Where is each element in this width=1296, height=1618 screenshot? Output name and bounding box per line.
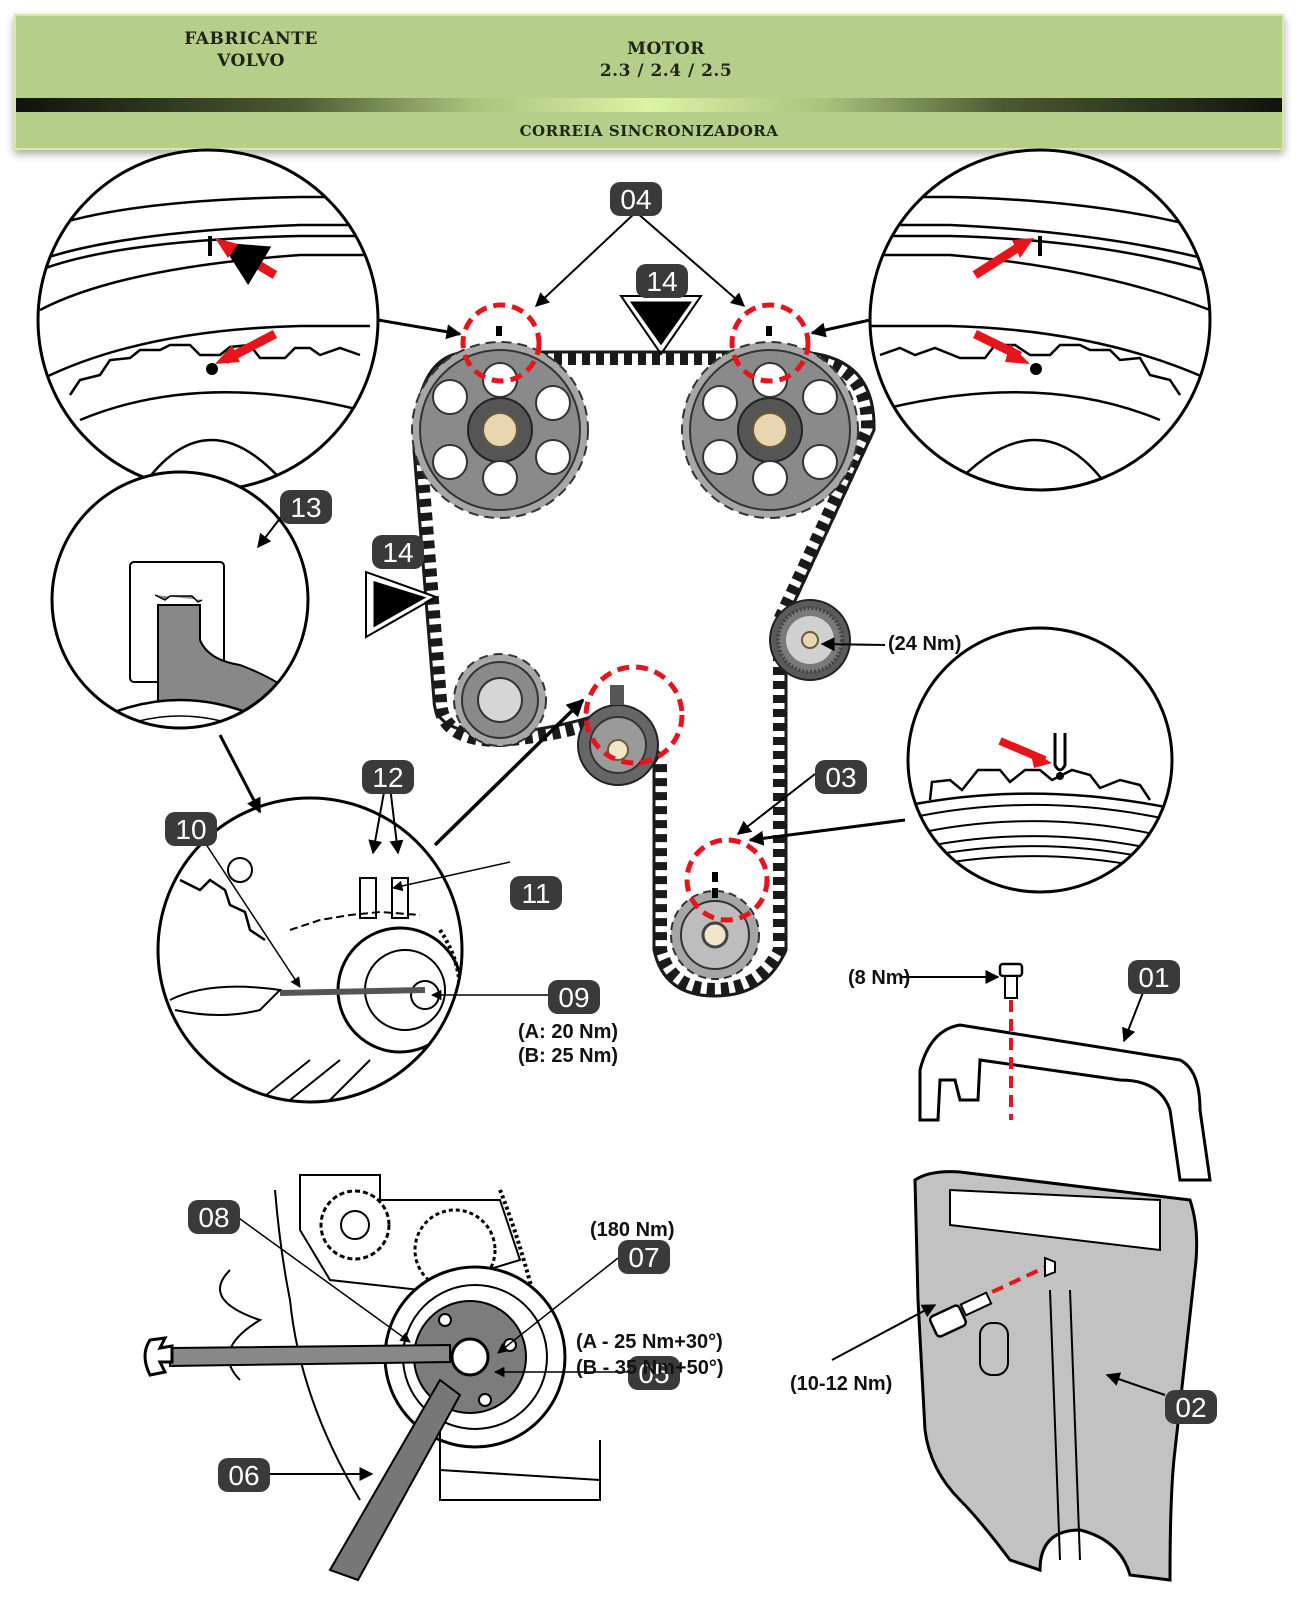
engine-value: 2.3 / 2.4 / 2.5: [599, 61, 733, 81]
lower-cover-bolt: [928, 1256, 1056, 1338]
counterhold-tool: [328, 1378, 462, 1582]
callout-07-label: 07: [628, 1242, 659, 1273]
tensioner-mark-highlight: [583, 664, 685, 766]
callout-09-label: 09: [558, 982, 589, 1013]
idler-pulley: [769, 599, 851, 681]
callout-05: 05: [628, 1356, 680, 1390]
callout-12: 12: [362, 760, 414, 794]
torque-idler: (24 Nm): [888, 633, 961, 655]
torque-tensioner-a: (A: 20 Nm): [518, 1021, 618, 1043]
torque-crank-bolt: (180 Nm): [590, 1219, 674, 1241]
torque-damper-b: (B - 35 Nm+50°): [576, 1357, 724, 1379]
left-camshaft-bolt: [482, 412, 518, 448]
belt-tensioner: [577, 685, 659, 786]
callout-08: 08: [188, 1200, 240, 1234]
left-cam-mark-highlight: [460, 302, 542, 384]
right-cam-mark-highlight: [729, 302, 811, 384]
callout-06: 06: [218, 1458, 270, 1492]
header-divider-band: [16, 98, 1282, 112]
document-header: FABRICANTE VOLVO MOTOR 2.3 / 2.4 / 2.5 C…: [14, 14, 1284, 150]
alignment-highlights: [460, 302, 811, 923]
callout-06-label: 06: [228, 1460, 259, 1491]
leader-lines: [189, 211, 1166, 1481]
detail-left-cam-mark: [36, 148, 380, 492]
callout-03: 03: [815, 760, 867, 794]
manufacturer-block: FABRICANTE VOLVO: [166, 28, 336, 72]
crankshaft-pulley: [670, 890, 760, 980]
right-camshaft-bolt: [752, 412, 788, 448]
callout-12-label: 12: [372, 762, 403, 793]
callout-10-label: 10: [175, 814, 206, 845]
torque-upper-cover-bolt: (8 Nm): [848, 967, 910, 989]
callout-13: 13: [280, 490, 332, 524]
callout-14-top: 14: [636, 264, 688, 298]
right-camshaft-pulley: [681, 341, 859, 519]
rotation-arrow-left: [365, 570, 439, 639]
callout-14-left-label: 14: [382, 537, 413, 568]
manufacturer-value: VOLVO: [217, 51, 285, 71]
callout-11-label: 11: [521, 878, 550, 909]
torque-lower-cover-bolt: (10-12 Nm): [790, 1373, 892, 1395]
manufacturer-label: FABRICANTE: [184, 29, 318, 49]
callout-14-left: 14: [372, 535, 424, 569]
torque-damper-a: (A - 25 Nm+30°): [576, 1331, 723, 1353]
crankshaft-damper-detail: [219, 1174, 601, 1501]
lower-timing-cover: [913, 1170, 1199, 1582]
engine-label: MOTOR: [627, 39, 705, 59]
detail-tensioner-notch: [50, 470, 310, 730]
upper-cover-bolt: [998, 962, 1024, 1120]
callout-04: 04: [610, 182, 662, 216]
callout-09: 09: [548, 980, 600, 1014]
callout-08-label: 08: [198, 1202, 229, 1233]
upper-timing-cover: [918, 1023, 1212, 1182]
callout-02-label: 02: [1175, 1392, 1206, 1423]
callout-01-label: 01: [1138, 962, 1169, 993]
engine-block: MOTOR 2.3 / 2.4 / 2.5: [536, 38, 796, 82]
callout-02: 02: [1165, 1390, 1217, 1424]
callout-05-label: 05: [638, 1358, 669, 1389]
holding-wrench: [143, 1336, 451, 1377]
rotation-arrow-top: [619, 295, 703, 356]
water-pump-pulley: [453, 653, 547, 747]
timing-marks: [496, 326, 772, 898]
callout-14-top-label: 14: [646, 266, 677, 297]
callout-01: 01: [1128, 960, 1180, 994]
detail-crank-mark: [906, 626, 1174, 894]
crank-mark-highlight: [684, 837, 770, 923]
detail-tensioner-tool: [156, 796, 464, 1104]
callout-13-label: 13: [290, 492, 321, 523]
callout-10: 10: [165, 812, 217, 846]
callout-07: 07: [618, 1240, 670, 1274]
callout-04-label: 04: [620, 184, 651, 215]
left-camshaft-pulley: [411, 341, 589, 519]
callout-11: 11: [510, 876, 562, 910]
section-title: CORREIA SINCRONIZADORA: [519, 122, 779, 140]
torque-tensioner-b: (B: 25 Nm): [518, 1045, 618, 1067]
detail-right-cam-mark: [868, 148, 1212, 492]
callout-03-label: 03: [825, 762, 856, 793]
